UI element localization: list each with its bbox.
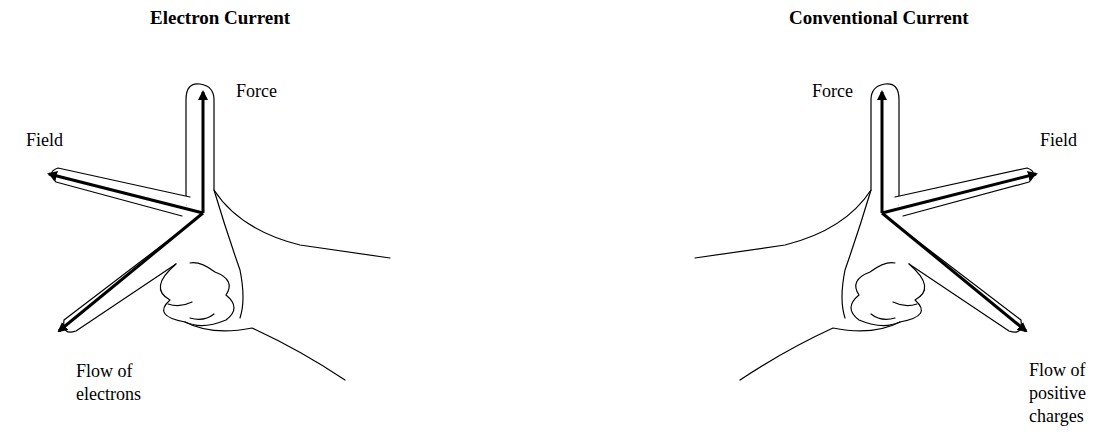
panel-heading: Electron Current <box>150 6 290 29</box>
flow-label: Flow of positive charges <box>1029 359 1095 428</box>
force-label: Force <box>812 80 853 103</box>
left-hand <box>49 84 390 380</box>
flow-label: Flow of electrons <box>76 360 160 406</box>
field-label: Field <box>26 129 63 152</box>
force-label: Force <box>236 80 277 103</box>
panel-heading: Conventional Current <box>789 6 969 29</box>
field-label: Field <box>1040 129 1077 152</box>
right-hand <box>695 84 1036 380</box>
